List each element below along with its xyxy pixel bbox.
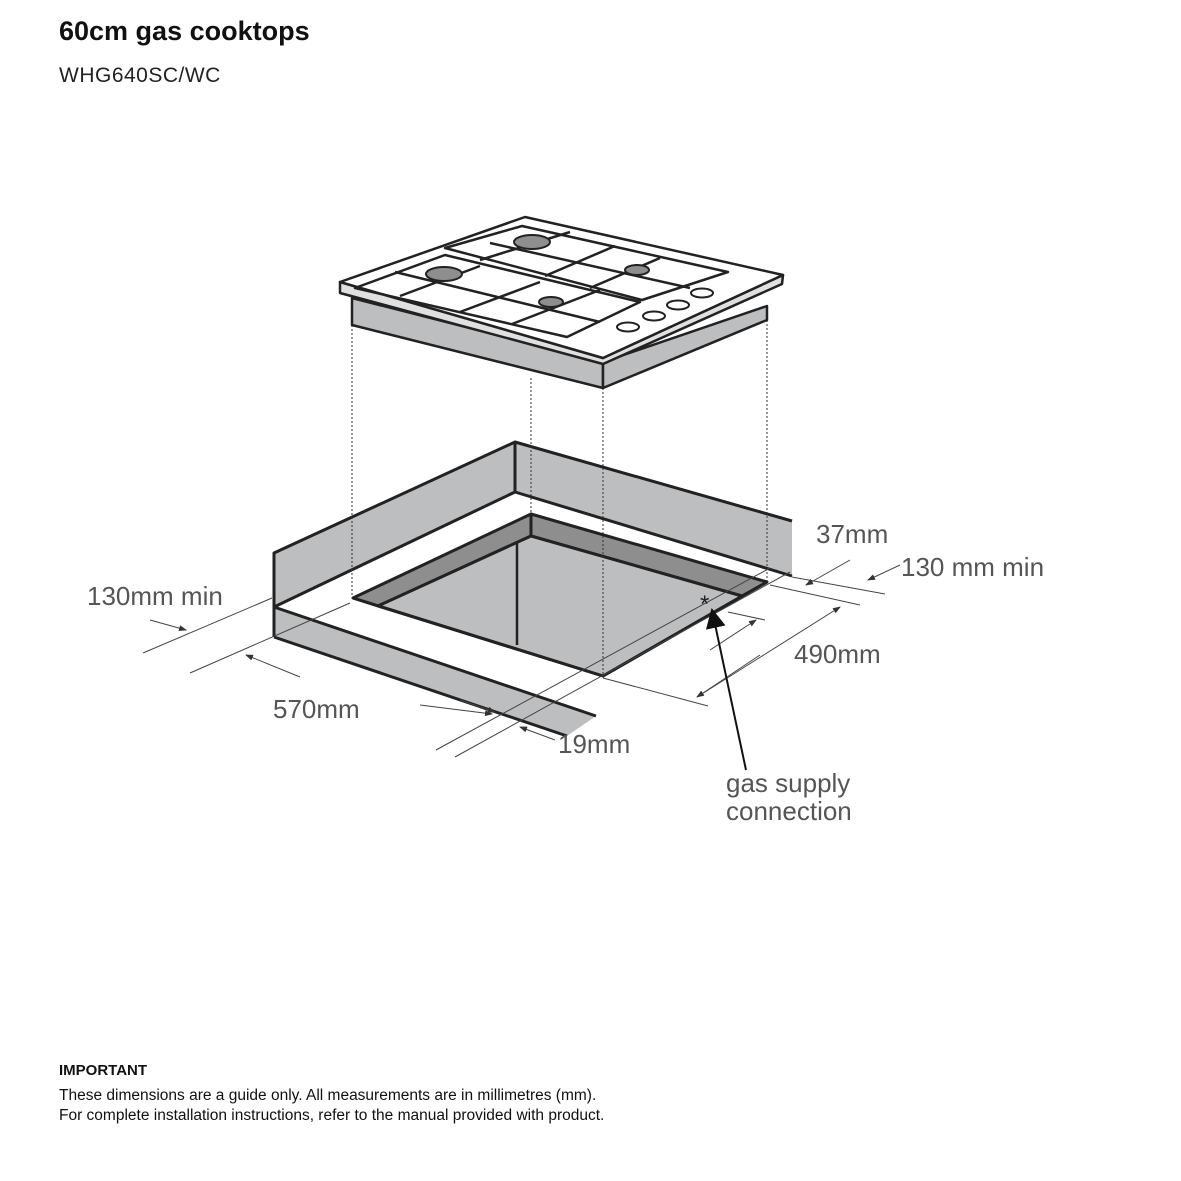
note-line-2: For complete installation instructions, … [59,1107,605,1124]
dim-130mm-min-right: 130 mm min [901,552,1044,582]
burner-icon [513,234,551,250]
gas-supply-label-line1: gas supply [726,768,850,798]
gas-supply-marker: * [700,591,747,771]
knob-icon [642,310,666,322]
back-wall-right [515,442,792,576]
burner-icon [624,264,650,276]
asterisk-icon: * [700,591,709,618]
cooktop-body-right [601,304,769,390]
dim-37mm: 37mm [816,519,888,549]
cutout-floor [376,534,744,678]
front-edge [274,607,596,736]
cooktop-plate [338,215,785,360]
model-number: WHG640SC/WC [59,64,221,87]
knob-icon [666,299,690,311]
burner-icon [538,296,564,308]
knob-icon [616,321,640,333]
burner-icon [425,266,463,282]
dim-19mm: 19mm [558,729,630,759]
control-knobs [616,287,714,333]
gas-supply-label-line2: connection [726,796,852,826]
note-line-1: These dimensions are a guide only. All m… [59,1087,597,1104]
dim-130mm-min-left: 130mm min [87,581,223,611]
cooktop [338,215,785,390]
dim-570mm: 570mm [273,694,360,724]
dimension-lines [142,559,901,758]
burners [425,234,650,308]
benchtop [272,440,793,738]
dim-490mm: 490mm [794,639,881,669]
page-title: 60cm gas cooktops [59,16,310,46]
alignment-lines [351,320,768,676]
knob-icon [690,287,714,299]
important-heading: IMPORTANT [59,1062,148,1079]
